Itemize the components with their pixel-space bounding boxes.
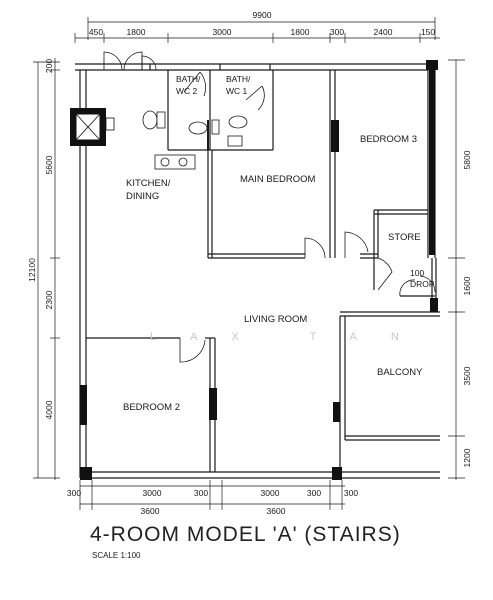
dim-top-1: 450 — [89, 27, 103, 37]
dim-top-4: 1800 — [291, 27, 310, 37]
dim-bottom-3: 300 — [194, 488, 208, 498]
plan-title: 4-ROOM MODEL 'A' (STAIRS) — [90, 523, 401, 546]
bottom-dimensions — [79, 480, 345, 510]
bath-wc-2-label-line2: WC 2 — [176, 86, 198, 96]
dim-top-6: 2400 — [374, 27, 393, 37]
service-shaft — [70, 108, 115, 146]
top-dimensions — [74, 17, 440, 43]
living-room-label: LIVING ROOM — [244, 314, 307, 325]
bedroom-2-label: BEDROOM 2 — [123, 402, 180, 413]
dim-bottom-1: 300 — [67, 488, 81, 498]
doors — [103, 51, 436, 363]
dim-left-3: 2300 — [44, 290, 54, 309]
main-bedroom-label: MAIN BEDROOM — [240, 174, 316, 185]
dim-left-2: 5600 — [44, 155, 54, 174]
fixtures — [142, 110, 248, 170]
store-label: STORE — [388, 232, 421, 243]
dim-left-overall: 12100 — [27, 258, 37, 282]
kitchen-label-line2: DINING — [126, 191, 159, 202]
plan-scale: SCALE 1:100 — [92, 551, 141, 560]
dim-left-1: 200 — [44, 59, 54, 73]
bedroom-3-label: BEDROOM 3 — [360, 134, 417, 145]
dim-top-3: 3000 — [213, 27, 232, 37]
dim-bottom-4: 3000 — [261, 488, 280, 498]
dim-right-3: 3500 — [462, 366, 472, 385]
kitchen-label-line1: KITCHEN/ — [126, 178, 171, 189]
walls — [75, 63, 440, 479]
dim-bottom-8: 3600 — [267, 506, 286, 516]
drop-label-line1: 100 — [410, 268, 424, 278]
dim-right-4: 1200 — [462, 448, 472, 467]
columns — [80, 60, 438, 480]
drop-label-line2: DROP — [410, 279, 435, 289]
bath-wc-1-label-line1: BATH/ — [226, 74, 251, 84]
balcony-label: BALCONY — [377, 367, 423, 378]
dim-top-2: 1800 — [127, 27, 146, 37]
dim-right-2: 1600 — [462, 276, 472, 295]
dim-bottom-5: 300 — [307, 488, 321, 498]
room-labels: BATH/ WC 2 BATH/ WC 1 BEDROOM 3 KITCHEN/… — [123, 74, 435, 413]
bath-wc-1-label-line2: WC 1 — [226, 86, 248, 96]
dim-bottom-2: 3000 — [143, 488, 162, 498]
dim-right-1: 5800 — [462, 150, 472, 169]
left-dimensions — [33, 58, 60, 480]
dim-left-4: 4000 — [44, 400, 54, 419]
bath-wc-2-label-line1: BATH/ — [176, 74, 201, 84]
dim-bottom-7: 3600 — [141, 506, 160, 516]
dim-bottom-6: 300 — [344, 488, 358, 498]
dim-top-5: 300 — [330, 27, 344, 37]
right-dimensions — [448, 59, 465, 480]
watermark: LAX TAN — [150, 331, 433, 343]
dim-top-7: 150 — [421, 27, 435, 37]
dim-top-overall: 9900 — [253, 10, 272, 20]
